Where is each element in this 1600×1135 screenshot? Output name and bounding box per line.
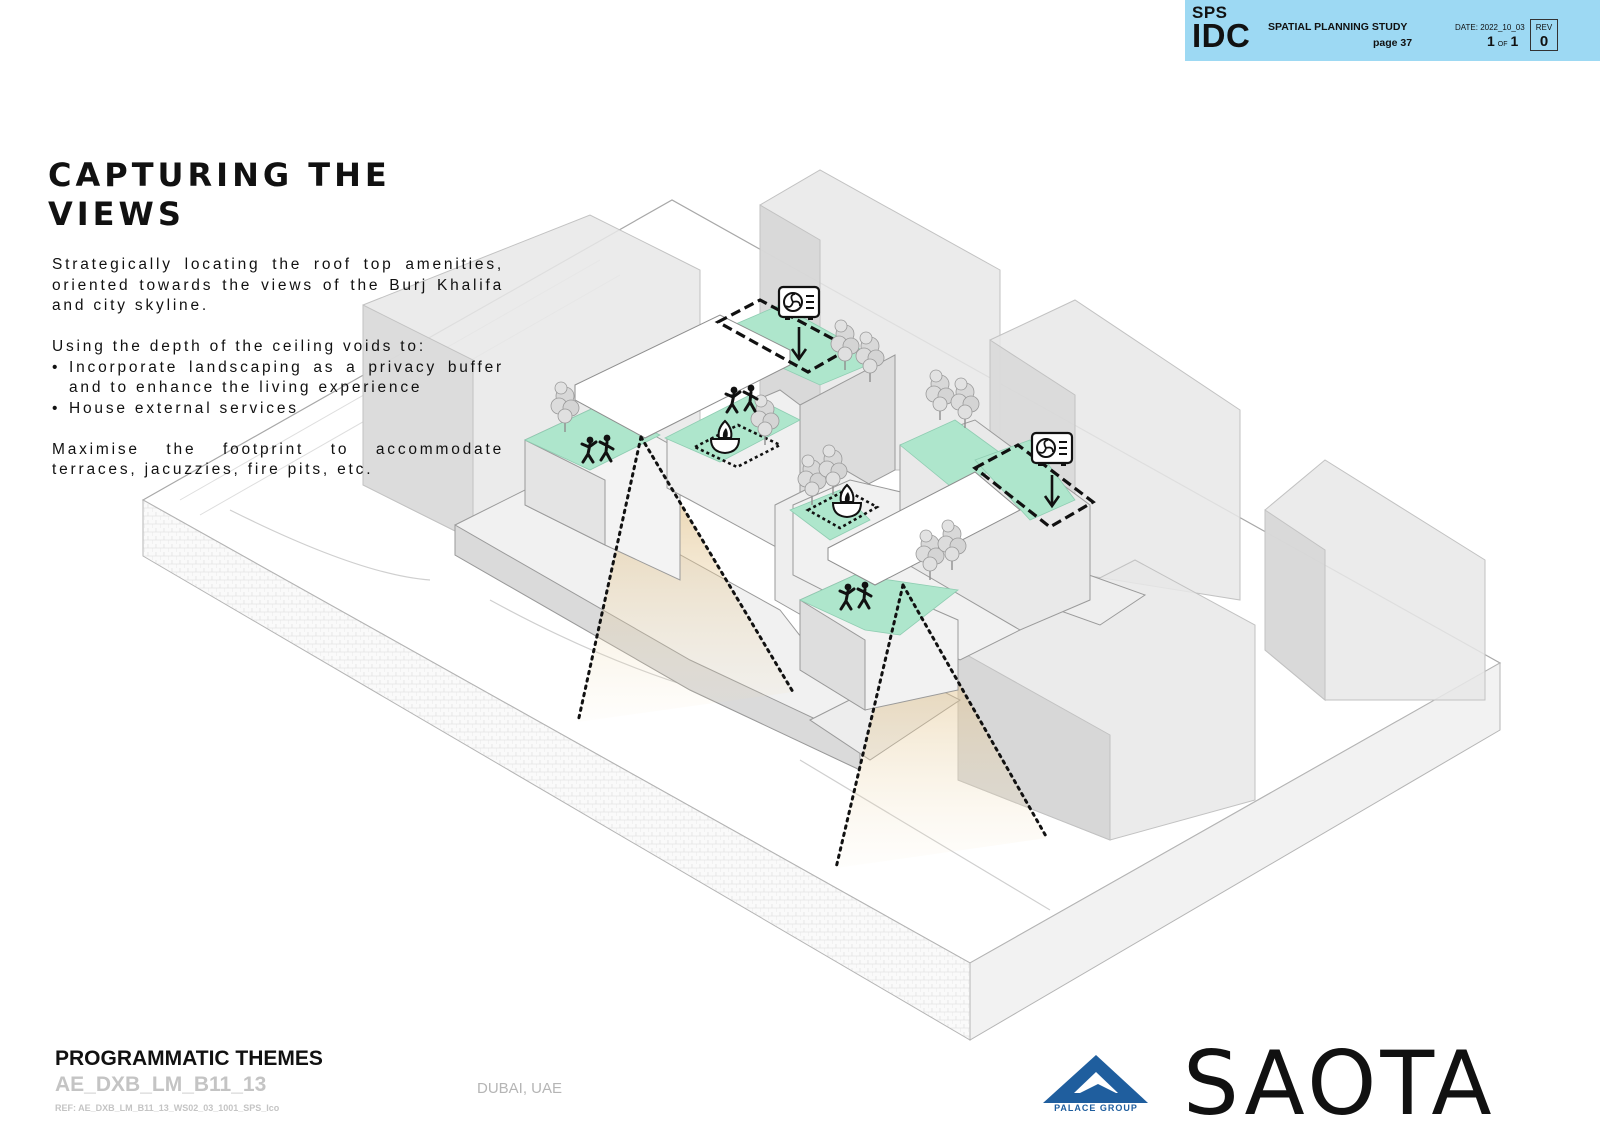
paragraph-footprint: Maximise the footprint to accommodate te… bbox=[52, 440, 504, 479]
section-theme: PROGRAMMATIC THEMES bbox=[55, 1047, 323, 1070]
hvac-markers bbox=[777, 285, 1074, 509]
void-uses-list: Incorporate landscaping as a privacy buf… bbox=[52, 358, 504, 420]
file-reference: REF: AE_DXB_LM_B11_13_WS02_03_1001_SPS_I… bbox=[55, 1103, 280, 1113]
saota-logo: SAOTA bbox=[1183, 1032, 1496, 1135]
palace-group-name: PALACE GROUP bbox=[1054, 1103, 1138, 1113]
palace-group-logo bbox=[1043, 1055, 1148, 1103]
project-reference-code: AE_DXB_LM_B11_13 bbox=[55, 1073, 267, 1096]
project-code: SPS bbox=[1192, 3, 1228, 22]
service-enclosures bbox=[714, 298, 1096, 529]
document-type: SPATIAL PLANNING STUDY bbox=[1268, 21, 1408, 33]
page-title: CAPTURING THE VIEWS bbox=[48, 156, 391, 233]
list-item: Incorporate landscaping as a privacy buf… bbox=[52, 358, 504, 399]
revision-box: REV 0 bbox=[1530, 19, 1558, 51]
list-item: House external services bbox=[52, 399, 504, 420]
revision-value: 0 bbox=[1539, 33, 1549, 50]
down-arrow-icon bbox=[790, 327, 1061, 509]
sheet-num: 1 bbox=[1487, 33, 1495, 49]
hvac-unit-icon bbox=[1030, 431, 1074, 468]
paragraph-views: Strategically locating the roof top amen… bbox=[52, 256, 504, 314]
hvac-unit-icon bbox=[777, 285, 821, 322]
issue-date: DATE: 2022_10_03 bbox=[1455, 23, 1525, 32]
title-block: SPS IDC SPATIAL PLANNING STUDY page 37 D… bbox=[1185, 0, 1600, 61]
location: DUBAI, UAE bbox=[477, 1080, 563, 1097]
sheet-total: 1 bbox=[1510, 33, 1519, 49]
sheet-of: OF bbox=[1497, 41, 1508, 48]
paragraph-voids: Using the depth of the ceiling voids to: bbox=[52, 338, 426, 355]
revision-label: REV bbox=[1535, 23, 1553, 32]
project-name: IDC bbox=[1192, 17, 1251, 54]
description-text: Strategically locating the roof top amen… bbox=[52, 255, 504, 501]
page-number: page 37 bbox=[1373, 37, 1413, 49]
view-cone-lines bbox=[576, 435, 1049, 870]
